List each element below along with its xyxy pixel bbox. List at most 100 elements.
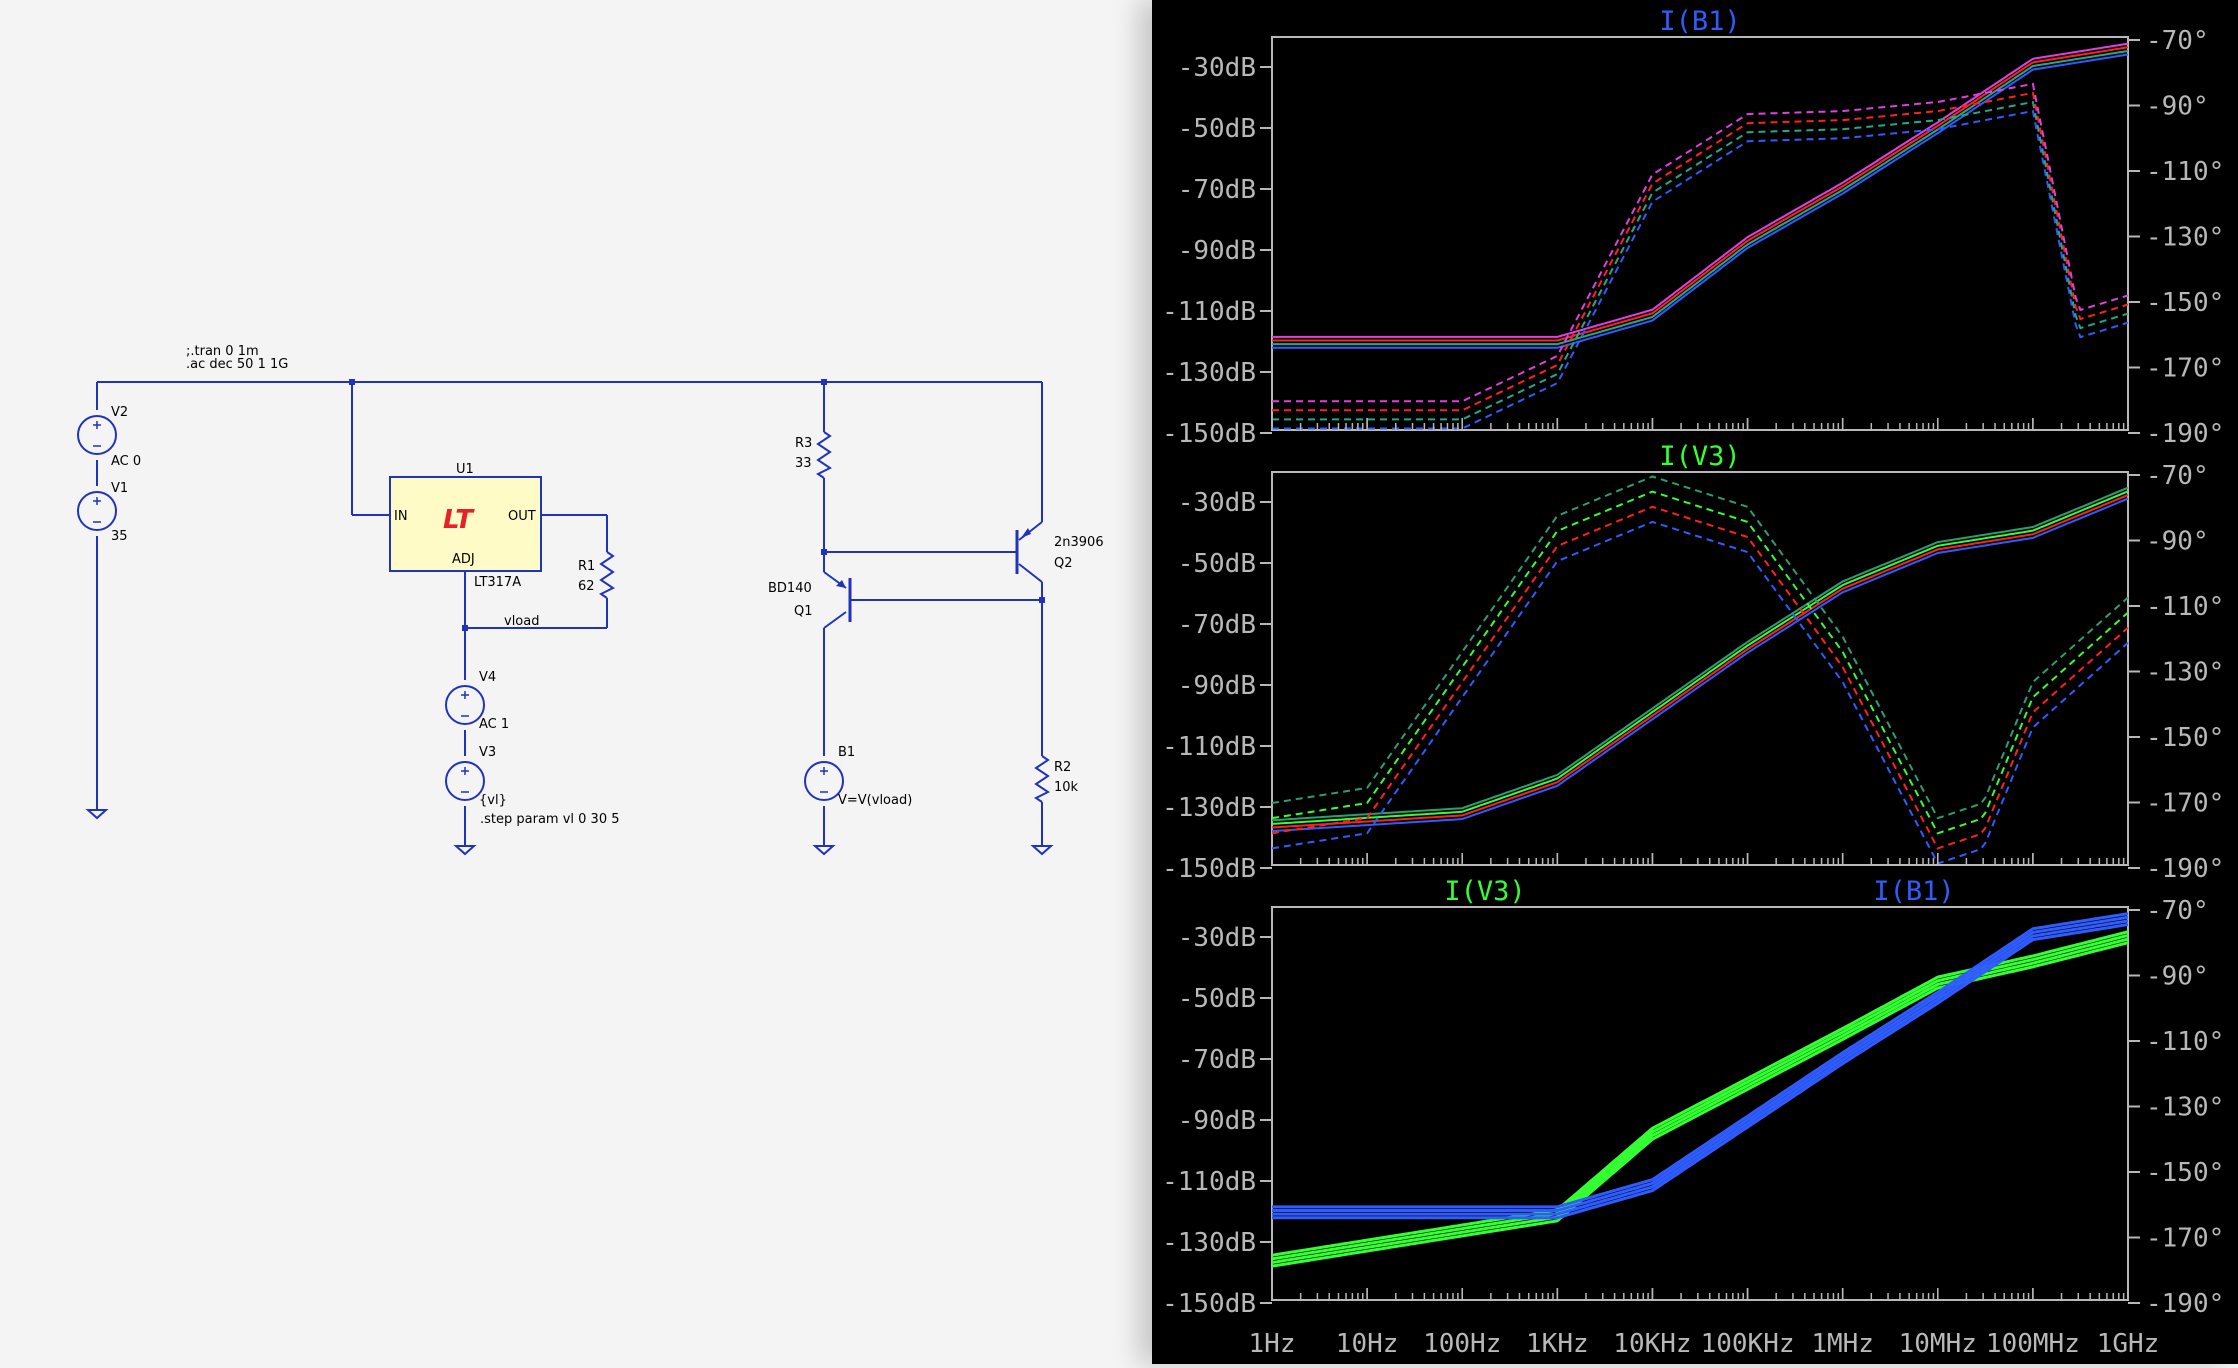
waveform-viewer[interactable]: -30dB -50dB -70dB -90dB -110dB -130dB -150dB -7…: [1152, 0, 2238, 1364]
directive-ac[interactable]: .ac dec 50 1 1G: [186, 357, 288, 372]
u1-name-label: U1: [456, 462, 474, 477]
y-left-tick-label: -50dB: [1178, 114, 1256, 144]
y-left-tick-label: -50dB: [1178, 549, 1256, 579]
series-ib1-magnitude: [1272, 49, 2129, 346]
x-tick-label: 100Hz: [1423, 1329, 1501, 1359]
v3-name: V3: [479, 745, 496, 760]
series-ib1-magnitude: [1272, 46, 2129, 342]
y-right-tick-label: -190°: [2146, 419, 2224, 449]
u1-pin-out-label: OUT: [508, 509, 536, 524]
q2-name: Q2: [1054, 556, 1073, 571]
lt-logo: LT: [443, 505, 475, 535]
junction-dot: [462, 625, 468, 631]
x-tick-label: 100MHz: [1986, 1329, 2080, 1359]
y-right-tick-label: -150°: [2146, 1158, 2224, 1188]
v1-name: V1: [111, 481, 128, 496]
y-right-tick-label: -110°: [2146, 157, 2224, 187]
u1-regulator[interactable]: [389, 476, 542, 572]
x-tick-label: 100KHz: [1701, 1329, 1795, 1359]
y-right-tick-label: -70°: [2146, 26, 2209, 56]
y-right-tick-label: -70°: [2146, 461, 2209, 491]
y-right-tick-label: -170°: [2146, 789, 2224, 819]
q2-part: 2n3906: [1054, 535, 1104, 550]
q1-collector-lead: [823, 611, 847, 629]
v2-symbol[interactable]: [77, 415, 117, 455]
y-right-tick-label: -110°: [2146, 592, 2224, 622]
y-left-tick-label: -150dB: [1162, 419, 1256, 449]
x-tick-label: 10MHz: [1899, 1329, 1977, 1359]
plot-pane-1[interactable]: -30dB-50dB-70dB-90dB-110dB-130dB-150dB-7…: [1162, 6, 2224, 449]
y-right-tick-label: -90°: [2146, 962, 2209, 992]
trace-label[interactable]: I(V3): [1444, 876, 1525, 907]
r1-symbol[interactable]: [599, 551, 615, 599]
schematic-editor[interactable]: LT IN OUT ADJ U1 LT317A ;.tran 0 1m .ac …: [0, 0, 1152, 1364]
y-right-tick-label: -150°: [2146, 723, 2224, 753]
y-right-tick-label: -190°: [2146, 854, 2224, 884]
v3-symbol[interactable]: [445, 761, 485, 801]
u1-part-label: LT317A: [474, 575, 521, 590]
junction-dot: [1039, 597, 1045, 603]
ground-icon: [1030, 845, 1054, 856]
series-iv3-magnitude: [1271, 497, 2129, 833]
y-right-tick-label: -130°: [2146, 658, 2224, 688]
y-left-tick-label: -30dB: [1178, 53, 1256, 83]
y-right-tick-label: -130°: [2146, 1093, 2224, 1123]
v4-name: V4: [479, 670, 496, 685]
trace-label[interactable]: I(B1): [1659, 6, 1740, 37]
y-left-tick-label: -110dB: [1162, 297, 1256, 327]
trace-label[interactable]: I(B1): [1873, 876, 1954, 907]
r3-symbol[interactable]: [816, 431, 832, 479]
q1-name: Q1: [794, 604, 813, 619]
b1-value: V=V(vload): [838, 793, 912, 808]
y-left-tick-label: -110dB: [1162, 732, 1256, 762]
series-iv3-phase: [1271, 505, 2129, 850]
y-left-tick-label: -90dB: [1178, 671, 1256, 701]
plot-frame: [1271, 906, 2129, 1301]
y-right-tick-label: -130°: [2146, 223, 2224, 253]
v2-value: AC 0: [111, 454, 141, 469]
series-iv3-phase: [1271, 490, 2129, 835]
plot-pane-3[interactable]: -30dB-50dB-70dB-90dB-110dB-130dB-150dB-7…: [1162, 876, 2224, 1319]
plot-frame: [1271, 36, 2129, 431]
y-right-tick-label: -110°: [2146, 1027, 2224, 1057]
y-left-tick-label: -50dB: [1178, 984, 1256, 1014]
schematic-canvas[interactable]: LT IN OUT ADJ U1 LT317A ;.tran 0 1m .ac …: [0, 0, 1152, 1364]
x-tick-label: 10Hz: [1336, 1329, 1399, 1359]
v4-value: AC 1: [479, 717, 509, 732]
series-ib1-magnitude: [1272, 919, 2129, 1216]
trace-label[interactable]: I(V3): [1659, 441, 1740, 472]
q2-emitter-arrow: [1021, 528, 1031, 538]
v1-symbol[interactable]: [77, 491, 117, 531]
series-iv3-magnitude: [1271, 937, 2129, 1264]
b1-symbol[interactable]: [804, 761, 844, 801]
y-left-tick-label: -90dB: [1178, 1106, 1256, 1136]
r1-value: 62: [578, 579, 595, 594]
x-tick-label: 10KHz: [1613, 1329, 1691, 1359]
waveform-canvas[interactable]: -30dB -50dB -70dB -90dB -110dB -130dB -150dB -7…: [1152, 0, 2238, 1364]
series-ib1-phase: [1272, 91, 2129, 412]
r3-name: R3: [795, 436, 812, 451]
r1-name: R1: [578, 559, 595, 574]
ground-icon: [453, 845, 477, 856]
series-ib1-phase: [1272, 109, 2129, 430]
y-left-tick-label: -70dB: [1178, 1045, 1256, 1075]
r2-symbol[interactable]: [1034, 755, 1050, 803]
r2-name: R2: [1054, 760, 1071, 775]
series-ib1-magnitude: [1272, 923, 2129, 1220]
y-left-tick-label: -30dB: [1178, 488, 1256, 518]
series-iv3-magnitude: [1271, 486, 2129, 822]
x-tick-label: 1GHz: [2097, 1329, 2160, 1359]
y-left-tick-label: -130dB: [1162, 793, 1256, 823]
directive-step[interactable]: .step param vl 0 30 5: [480, 812, 620, 827]
series-ib1-phase: [1272, 82, 2129, 403]
series-iv3-phase: [1271, 520, 2129, 865]
series-ib1-phase: [1272, 100, 2129, 421]
series-iv3-magnitude: [1271, 494, 2129, 829]
net-label-vload[interactable]: vload: [504, 614, 539, 629]
y-left-tick-label: -30dB: [1178, 923, 1256, 953]
directive-tran[interactable]: ;.tran 0 1m: [186, 344, 259, 359]
y-left-tick-label: -110dB: [1162, 1167, 1256, 1197]
v4-symbol[interactable]: [445, 685, 485, 725]
series-ib1-magnitude: [1272, 912, 2129, 1209]
plot-pane-2[interactable]: -30dB-50dB-70dB-90dB-110dB-130dB-150dB-7…: [1162, 441, 2224, 884]
